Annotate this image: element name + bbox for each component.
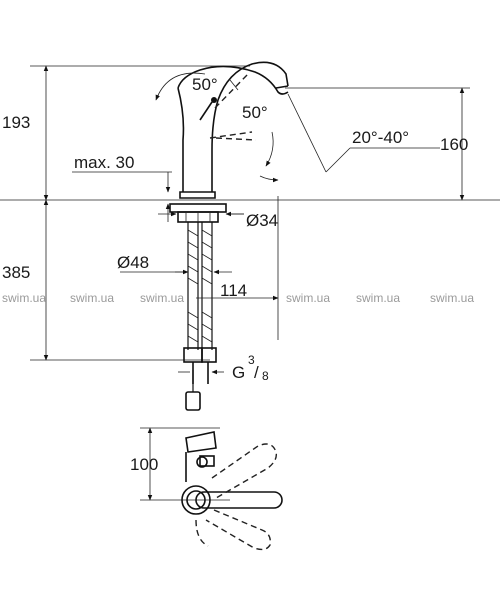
dimension-385-label: 385 — [2, 263, 30, 282]
watermark: swim.ua — [2, 291, 46, 305]
watermarks: swim.ua swim.ua swim.ua swim.ua swim.ua … — [2, 291, 474, 305]
lever-top-view: 100 — [130, 427, 283, 551]
angle-top-label: 50° — [192, 75, 218, 94]
lever-positions-dashed — [209, 73, 257, 141]
watermark: swim.ua — [70, 291, 114, 305]
angle-lever-label: 50° — [242, 103, 268, 122]
dimension-193: 193 — [2, 65, 49, 201]
lever-height-label: 100 — [130, 455, 158, 474]
thread-slash: / — [254, 363, 259, 382]
dimension-d34: Ø34 — [158, 211, 278, 230]
lever-knob — [211, 97, 217, 103]
thread-denominator: 8 — [262, 369, 269, 383]
mounting-assembly — [169, 203, 227, 223]
angle-top: 50° — [155, 72, 239, 101]
watermark: swim.ua — [430, 291, 474, 305]
dimension-max-30: max. 30 — [72, 153, 172, 222]
d48-label: Ø48 — [117, 253, 149, 272]
thread-numerator: 3 — [248, 353, 255, 367]
angle-lever: 50° — [242, 103, 274, 167]
max-30-label: max. 30 — [74, 153, 134, 172]
flex-hoses — [183, 222, 217, 411]
dimension-193-label: 193 — [2, 113, 30, 132]
spout-angle-label: 20°-40° — [352, 128, 409, 147]
dimension-114: 114 — [196, 281, 279, 301]
dimension-160: 160 — [440, 87, 468, 201]
watermark: swim.ua — [356, 291, 400, 305]
dimension-160-label: 160 — [440, 135, 468, 154]
spout-angle: 20°-40° — [259, 93, 440, 183]
lever-handle — [199, 101, 213, 121]
dimension-114-label: 114 — [220, 281, 247, 300]
extension-lines — [0, 65, 500, 361]
thread-size: G 3 / 8 — [178, 353, 269, 383]
thread-letter: G — [232, 363, 245, 382]
dimension-d48: Ø48 — [117, 253, 232, 275]
faucet-body — [177, 61, 289, 199]
d34-label: Ø34 — [246, 211, 278, 230]
dimension-385: 385 — [2, 199, 49, 361]
watermark: swim.ua — [140, 291, 184, 305]
watermark: swim.ua — [286, 291, 330, 305]
